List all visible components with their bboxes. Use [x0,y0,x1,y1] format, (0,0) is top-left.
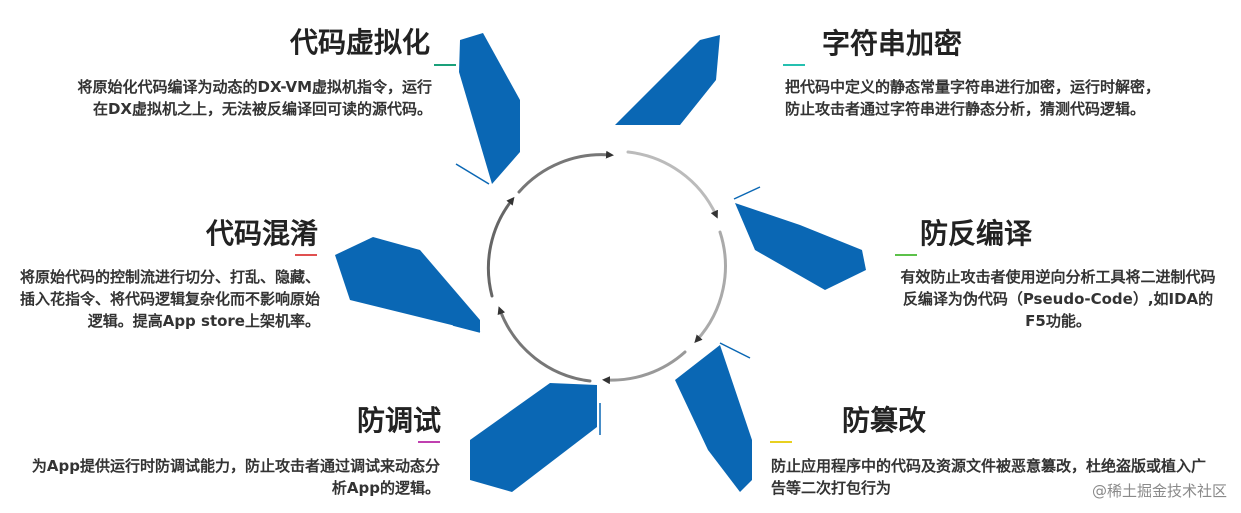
blade-group [335,33,866,492]
desc-code-virtualization: 将原始化代码编译为动态的DX-VM虚拟机指令，运行在DX虚拟机之上，无法被反编译… [77,78,432,118]
title-code-obfuscation: 代码混淆 [205,217,318,250]
desc-string-encryption: 把代码中定义的静态常量字符串进行加密，运行时解密，防止攻击者通过字符串进行静态分… [785,78,1161,118]
underline-string-encryption [783,64,805,66]
blade-bottom-right [675,345,752,492]
title-code-virtualization: 代码虚拟化 [289,26,430,59]
ring-arc [486,196,515,298]
title-anti-decompile: 防反编译 [920,217,1033,250]
title-anti-debug: 防调试 [356,404,441,437]
title-anti-tamper: 防篡改 [842,404,927,437]
desc-anti-debug: 为App提供运行时防调试能力，防止攻击者通过调试来动态分析App的逻辑。 [31,457,440,497]
blade-bottom-left [470,383,597,492]
blade-left [335,237,480,332]
desc-anti-decompile: 有效防止攻击者使用逆向分析工具将二进制代码反编译为伪代码（Pseudo-Code… [900,268,1216,330]
cycle-ring [486,150,727,385]
ring-arc [602,350,687,385]
ring-arc [694,230,727,343]
ring-arc [517,150,614,194]
underline-code-obfuscation [295,254,317,256]
underline-anti-decompile [895,254,917,256]
underline-anti-tamper [770,441,792,443]
underline-code-virtualization [434,64,456,66]
underline-anti-debug [418,441,440,443]
desc-code-obfuscation: 将原始代码的控制流进行切分、打乱、隐藏、插入花指令、将代码逻辑复杂化而不影响原始… [19,268,320,330]
accent-ticks [452,163,761,435]
blade-right [735,203,866,290]
blade-top-left [459,33,520,184]
desc-anti-tamper: 防止应用程序中的代码及资源文件被恶意篡改，杜绝盗版或植入广告等二次打包行为 [771,457,1207,497]
title-string-encryption: 字符串加密 [822,27,963,60]
blade-top-right [615,35,720,125]
ring-arc [626,150,718,219]
ring-arc [497,306,592,383]
watermark: @稀土掘金技术社区 [1091,482,1227,500]
